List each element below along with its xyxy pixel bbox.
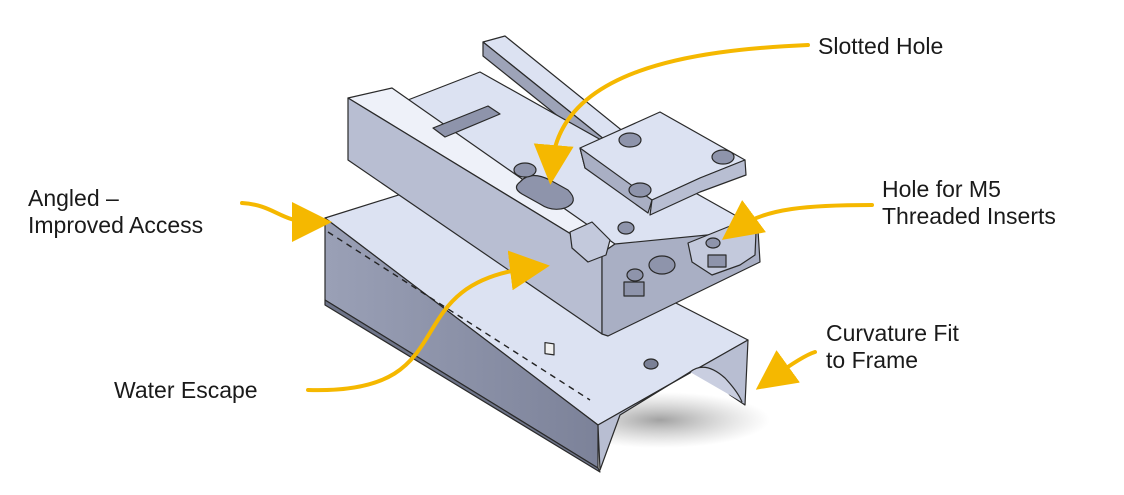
front-clip-left — [569, 221, 611, 263]
clamp-side-face — [579, 147, 653, 214]
notch-left — [623, 281, 645, 297]
clamp-hole-2 — [711, 149, 735, 165]
rect-slot — [432, 105, 501, 138]
callout-slotted-hole-line-1: Slotted Hole — [818, 33, 944, 59]
plate-hole-2 — [648, 255, 676, 275]
arrow-angled — [240, 201, 332, 242]
clamp-front-face — [649, 159, 747, 216]
callout-curvature-line-1: Curvature Fit — [826, 320, 959, 346]
base-bottom-lip — [324, 299, 601, 473]
arrow-m5 — [721, 200, 874, 240]
callout-water-escape-line-1: Water Escape — [114, 377, 258, 403]
upper-round-hole — [513, 162, 537, 178]
arrow-curvature — [755, 350, 817, 390]
base-bracket — [324, 181, 749, 473]
callout-angled-line-2: Improved Access — [28, 212, 204, 238]
callout-hole-m5-line-2: Threaded Inserts — [882, 203, 1056, 229]
callout-angled: Angled – Improved Access — [28, 185, 203, 239]
clamp-hole-1 — [618, 132, 642, 148]
arrow-water — [306, 250, 550, 393]
plate-hole-3 — [626, 268, 644, 282]
clamp-hole-3 — [628, 182, 652, 198]
callout-hole-m5: Hole for M5 Threaded Inserts — [882, 176, 1056, 230]
bend-line — [327, 231, 591, 401]
callout-angled-line-1: Angled – — [28, 185, 119, 211]
notch-right — [707, 254, 727, 268]
water-escape-slot — [544, 341, 555, 356]
callout-curvature-line-2: to Frame — [826, 347, 919, 373]
callout-water-escape: Water Escape — [114, 377, 258, 404]
clamp-block — [579, 111, 747, 216]
callout-hole-m5-line-1: Hole for M5 — [882, 176, 1001, 202]
base-curved-cut — [689, 366, 743, 403]
callout-arrows — [240, 43, 874, 393]
callout-slotted-hole: Slotted Hole — [818, 33, 943, 60]
callout-curvature: Curvature Fit to Frame — [826, 320, 959, 374]
base-small-hole — [643, 358, 659, 370]
plate-hole-1 — [617, 221, 635, 235]
m5-hole — [705, 237, 721, 249]
arrow-slotted-hole — [533, 43, 810, 185]
